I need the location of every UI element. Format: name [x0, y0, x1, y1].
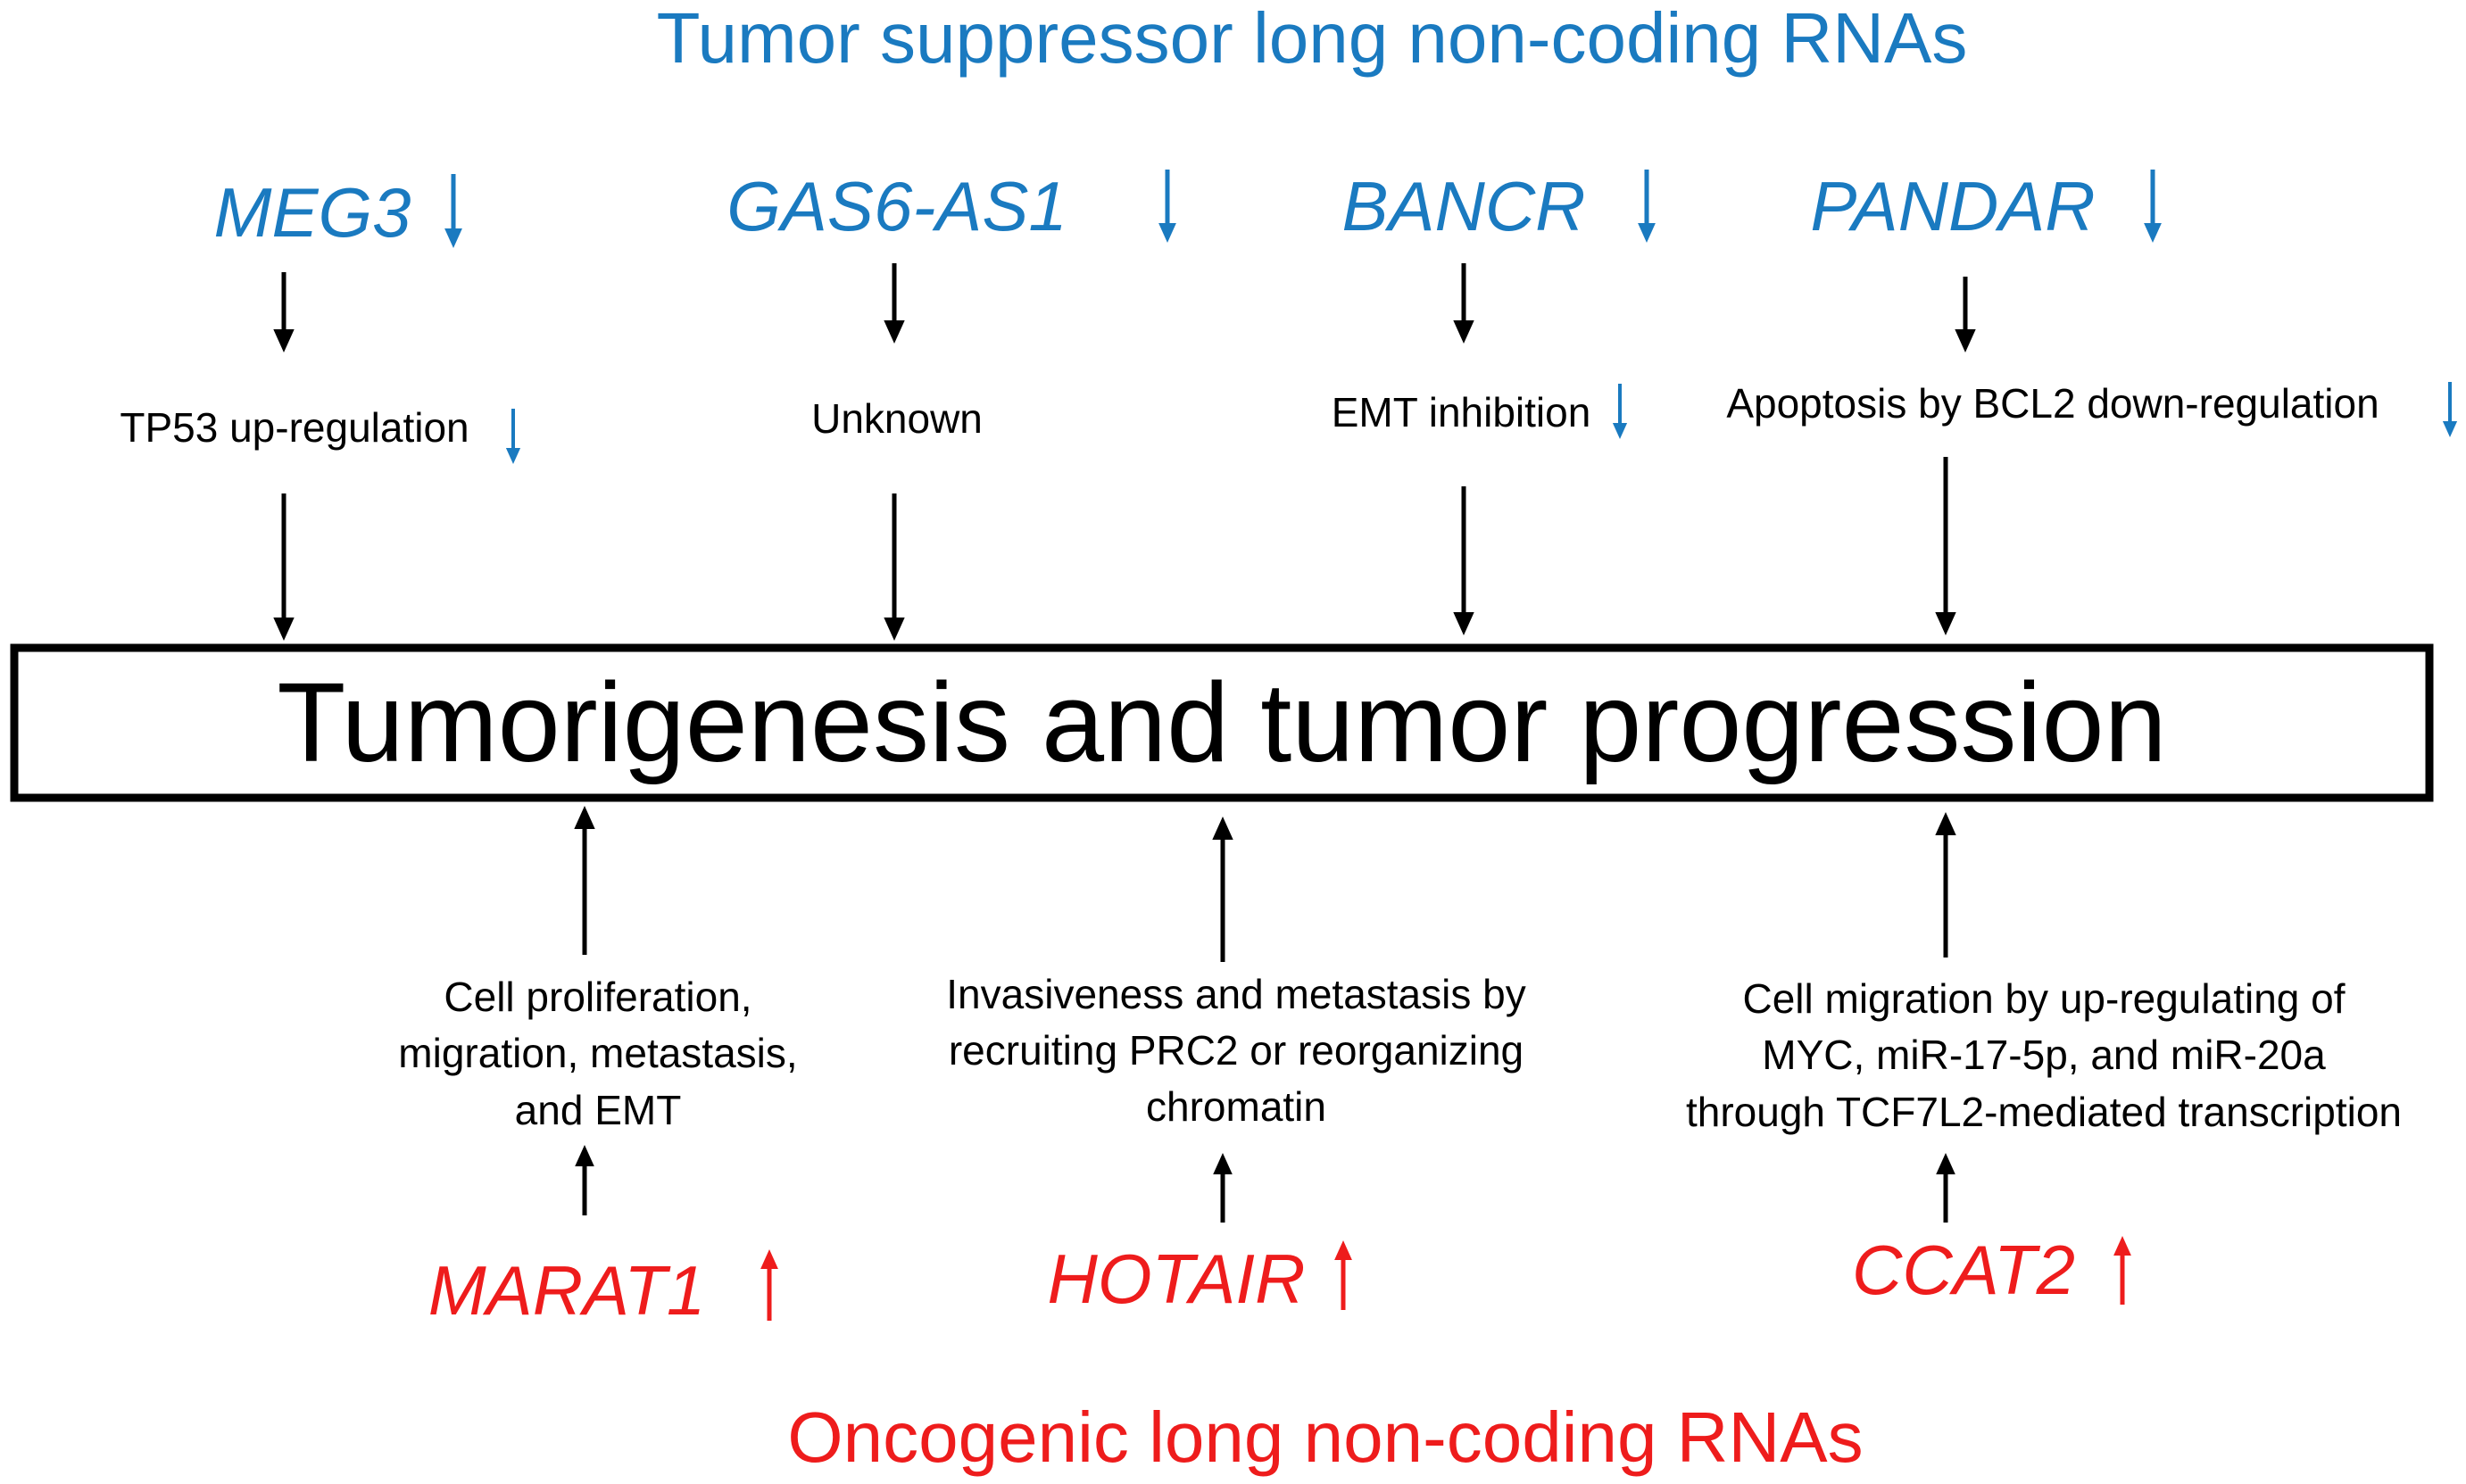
arrow-head	[1936, 1153, 1955, 1174]
mechanism-line: Cell proliferation,	[444, 974, 751, 1020]
arrow-meg3-to-mechanism	[273, 272, 295, 352]
arrow-head	[505, 448, 521, 464]
mechanism-pandar: Apoptosis by BCL2 down-regulation	[1726, 380, 2458, 437]
down-regulated-icon	[2442, 382, 2458, 437]
arrow-ccat2-to-mechanism	[1936, 1153, 1955, 1223]
arrow-head	[760, 1249, 778, 1269]
arrow-marat1-to-mechanism	[575, 1145, 594, 1215]
mechanism-meg3: TP53 up-regulation	[120, 404, 521, 464]
arrow-head	[1935, 612, 1956, 635]
mechanism-line: Invasiveness and metastasis by	[946, 971, 1525, 1017]
down-regulated-icon	[444, 174, 462, 248]
suppressor-meg3: MEG3	[213, 173, 462, 252]
down-regulated-icon	[505, 409, 521, 464]
mechanism-line: MYC, miR-17-5p, and miR-20a	[1762, 1032, 2326, 1078]
gene-label: CCAT2	[1852, 1231, 2075, 1309]
oncogene-hotair: HOTAIR	[1048, 1239, 1352, 1318]
arrow-head	[1213, 1153, 1233, 1174]
gene-label: BANCR	[1341, 167, 1585, 245]
arrow-head	[1158, 223, 1176, 243]
mechanism-line: through TCF7L2-mediated transcription	[1686, 1089, 2402, 1135]
mechanism-gas6-as1: Unknown	[811, 395, 983, 442]
arrow-head	[884, 618, 905, 641]
arrow-head	[2144, 223, 2162, 243]
down-regulated-icon	[1638, 170, 1656, 243]
arrow-head	[1453, 612, 1474, 635]
arrow-head	[2442, 421, 2458, 437]
mechanism-line: chromatin	[1146, 1083, 1326, 1130]
tumorigenesis-label: Tumorigenesis and tumor progression	[277, 659, 2166, 785]
arrow-head	[1212, 817, 1233, 840]
down-regulated-icon	[1612, 384, 1628, 439]
mechanism-label: Unknown	[811, 395, 983, 442]
arrow-pandar-to-tumorigenesis	[1935, 457, 1956, 635]
oncogenic-header: Oncogenic long non-coding RNAs	[787, 1397, 1863, 1477]
arrow-bancr-to-tumorigenesis	[1453, 486, 1474, 635]
tumorigenesis-box: Tumorigenesis and tumor progression	[10, 643, 2434, 802]
suppressor-pandar: PANDAR	[1810, 167, 2162, 245]
arrow-head	[1955, 329, 1976, 352]
mechanism-label: TP53 up-regulation	[120, 404, 469, 451]
arrow-head	[1935, 812, 1956, 835]
arrow-marat1-mechanism-to-tumorigenesis	[574, 806, 595, 955]
mechanism-bancr: EMT inhibition	[1332, 384, 1628, 439]
up-regulated-icon	[2113, 1236, 2131, 1305]
arrow-head	[575, 1145, 594, 1166]
arrow-hotair-to-mechanism	[1213, 1153, 1233, 1223]
arrow-head	[273, 329, 295, 352]
arrow-head	[1638, 223, 1656, 243]
suppressor-gas6-as1: GAS6-AS1	[727, 167, 1176, 245]
arrow-head	[1334, 1240, 1352, 1260]
mechanism-line: Cell migration by up-regulating of	[1742, 975, 2345, 1022]
gene-label: HOTAIR	[1048, 1239, 1306, 1318]
arrow-head	[444, 228, 462, 248]
mechanism-label: EMT inhibition	[1332, 389, 1591, 435]
gene-label: GAS6-AS1	[727, 167, 1067, 245]
arrow-head	[1612, 423, 1628, 439]
arrow-hotair-mechanism-to-tumorigenesis	[1212, 817, 1233, 962]
gene-label: PANDAR	[1810, 167, 2095, 245]
suppressor-bancr: BANCR	[1341, 167, 1656, 245]
mechanism-line: and EMT	[515, 1087, 682, 1133]
arrow-pandar-to-mechanism	[1955, 277, 1976, 352]
mechanism-line: recruiting PRC2 or reorganizing	[949, 1027, 1524, 1074]
arrow-meg3-to-tumorigenesis	[273, 493, 295, 641]
up-regulated-icon	[760, 1249, 778, 1321]
up-regulated-icon	[1334, 1240, 1352, 1310]
arrow-bancr-to-mechanism	[1453, 263, 1474, 344]
arrow-ccat2-mechanism-to-tumorigenesis	[1935, 812, 1956, 958]
arrow-head	[2113, 1236, 2131, 1256]
tumorigenesis-box-border	[10, 643, 2434, 802]
mechanism-ccat2: Cell migration by up-regulating of MYC, …	[1686, 975, 2402, 1135]
suppressor-header: Tumor suppressor long non-coding RNAs	[657, 0, 1968, 78]
oncogene-ccat2: CCAT2	[1852, 1231, 2131, 1309]
oncogene-marat1: MARAT1	[428, 1249, 778, 1330]
arrow-gas6-as1-to-mechanism	[884, 263, 905, 344]
mechanism-label: Apoptosis by BCL2 down-regulation	[1726, 380, 2379, 427]
arrow-head	[1453, 320, 1474, 344]
arrow-head	[574, 806, 595, 829]
gene-label: MARAT1	[428, 1251, 706, 1330]
down-regulated-icon	[2144, 170, 2162, 243]
down-regulated-icon	[1158, 170, 1176, 243]
mechanism-marat1: Cell proliferation, migration, metastasi…	[398, 974, 797, 1133]
arrow-head	[273, 618, 295, 641]
mechanism-line: migration, metastasis,	[398, 1030, 797, 1076]
arrow-gas6-as1-to-tumorigenesis	[884, 493, 905, 641]
mechanism-hotair: Invasiveness and metastasis by recruitin…	[946, 971, 1525, 1130]
gene-label: MEG3	[213, 173, 411, 252]
arrow-head	[884, 320, 905, 344]
